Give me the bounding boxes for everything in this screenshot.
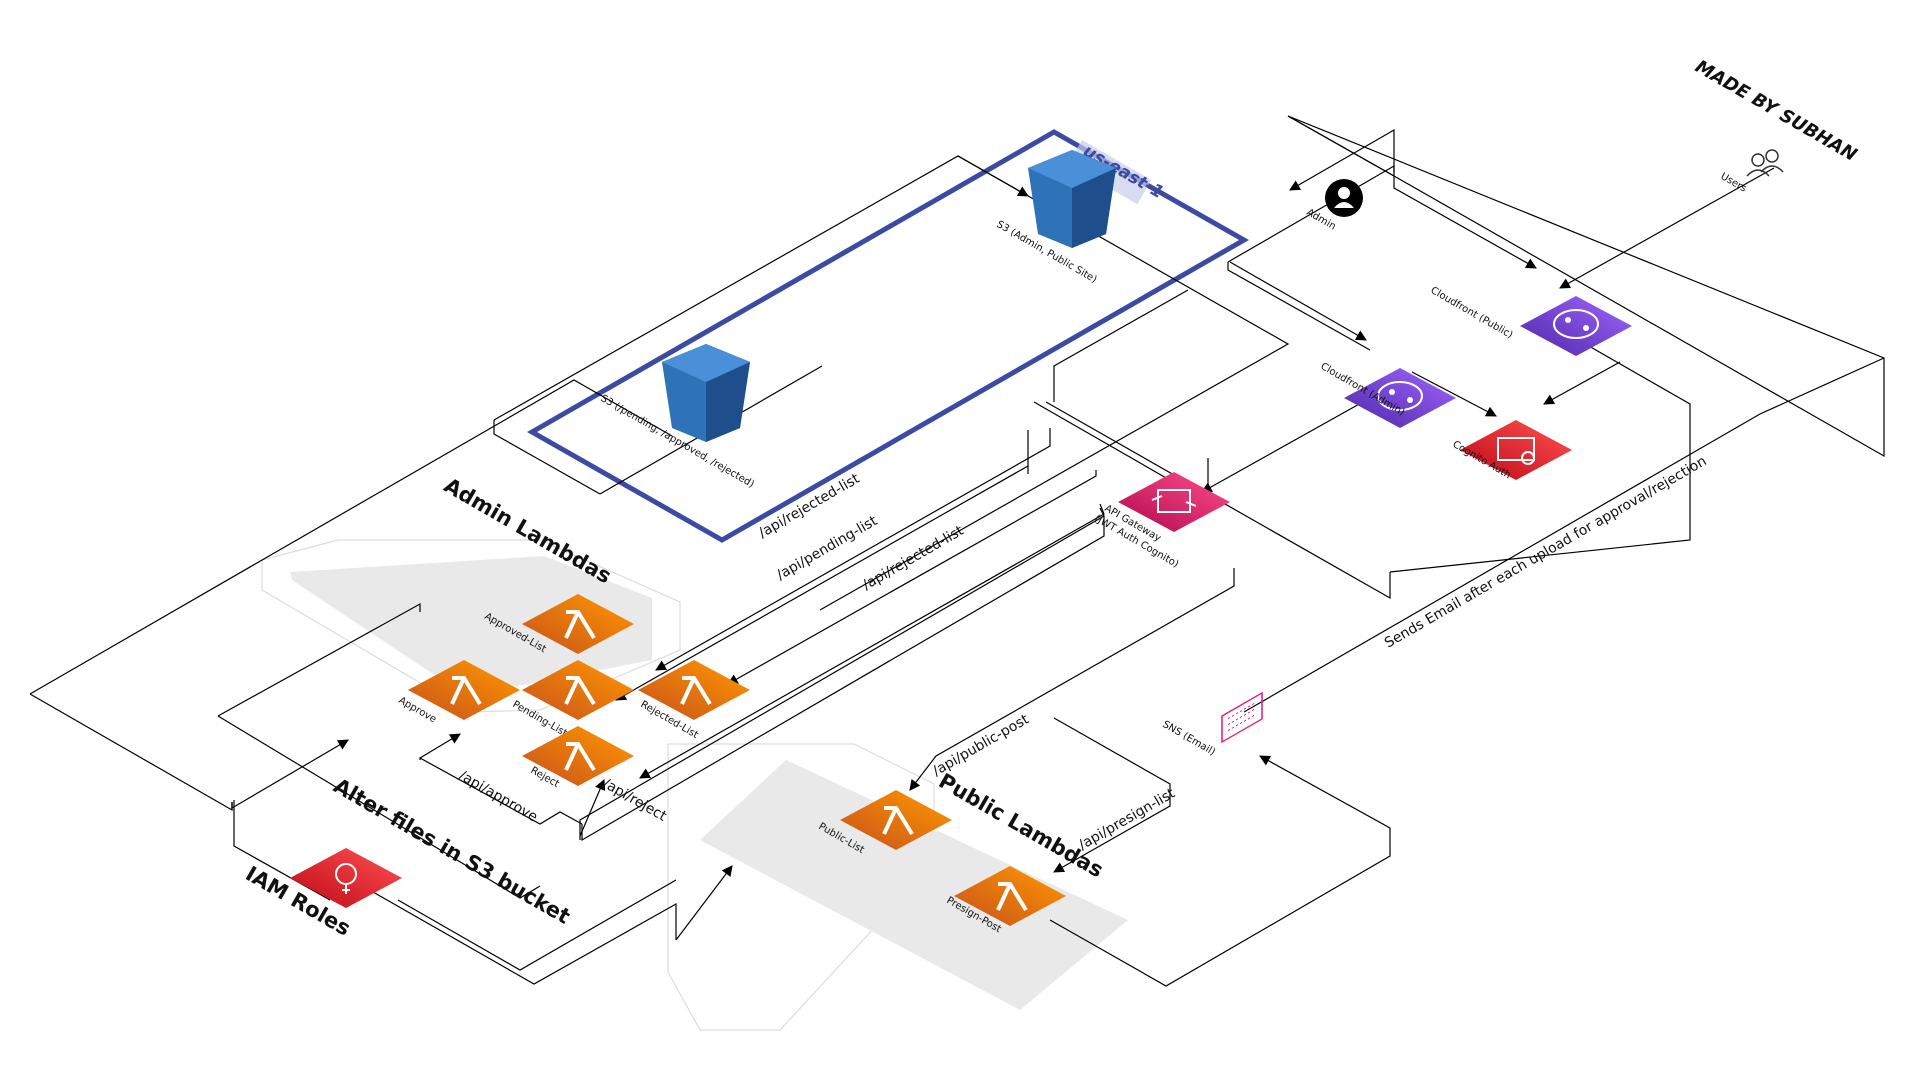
sns-node[interactable]: SNS (Email) [1161, 691, 1263, 758]
lambda-icon [954, 866, 1066, 926]
s3-site-node[interactable]: S3 (Admin, Public Site) [995, 150, 1117, 286]
iam-roles-icon [290, 848, 402, 908]
lambda-icon [840, 790, 952, 850]
s3-bucket-icon [662, 344, 750, 442]
cloudfront-admin-node[interactable]: Cloudfront (Admin) [1319, 361, 1457, 428]
cloudfront-icon [1344, 368, 1456, 428]
cloudfront-public-node[interactable]: Cloudfront (Public) [1429, 285, 1633, 356]
diagram-title: MADE BY SUBHAN [1692, 56, 1861, 166]
edge-sns-email: Sends Email after each upload for approv… [1382, 453, 1709, 651]
lambda-icon [408, 660, 520, 720]
edge-iam-alter: Alter files in S3 bucket [330, 774, 575, 929]
sns-label: SNS (Email) [1161, 719, 1218, 758]
edge-presign-list-route: /api/presign-list [1076, 785, 1178, 853]
lambda-icon [522, 594, 634, 654]
admin-node[interactable]: Admin [1305, 179, 1364, 233]
lambda-icon [522, 726, 634, 786]
lambda-icon [638, 660, 750, 720]
rejected-list-lambda-node[interactable]: Rejected-List [638, 660, 750, 741]
lambda-icon [522, 660, 634, 720]
edge-approve-route: /api/approve [456, 768, 540, 826]
cognito-node[interactable]: Cognito Auth [1451, 420, 1573, 481]
connectors [29, 115, 1885, 987]
admin-lambdas-group [261, 539, 681, 713]
edge-public-post-route: /api/public-post [930, 711, 1032, 779]
sns-email-icon [1221, 691, 1263, 744]
api-gateway-icon [1118, 472, 1230, 532]
public-lambdas-group [667, 743, 1128, 1031]
s3-bucket-icon [1028, 150, 1116, 248]
cloudfront-public-label: Cloudfront (Public) [1429, 285, 1515, 341]
users-node[interactable]: Users [1719, 149, 1784, 195]
region-us-east-1: us-east-1 [526, 129, 1250, 543]
edge-reject-route: /api/reject [600, 776, 670, 825]
api-gateway-node[interactable]: API Gateway (JWT Auth Cognito) [1093, 472, 1231, 570]
s3-files-node[interactable]: S3 (/pending, /approved, /rejected) [599, 344, 756, 490]
users-icon [1746, 149, 1784, 177]
admin-user-icon [1325, 179, 1363, 217]
cloudfront-icon [1520, 296, 1632, 356]
cognito-icon [1460, 420, 1572, 480]
